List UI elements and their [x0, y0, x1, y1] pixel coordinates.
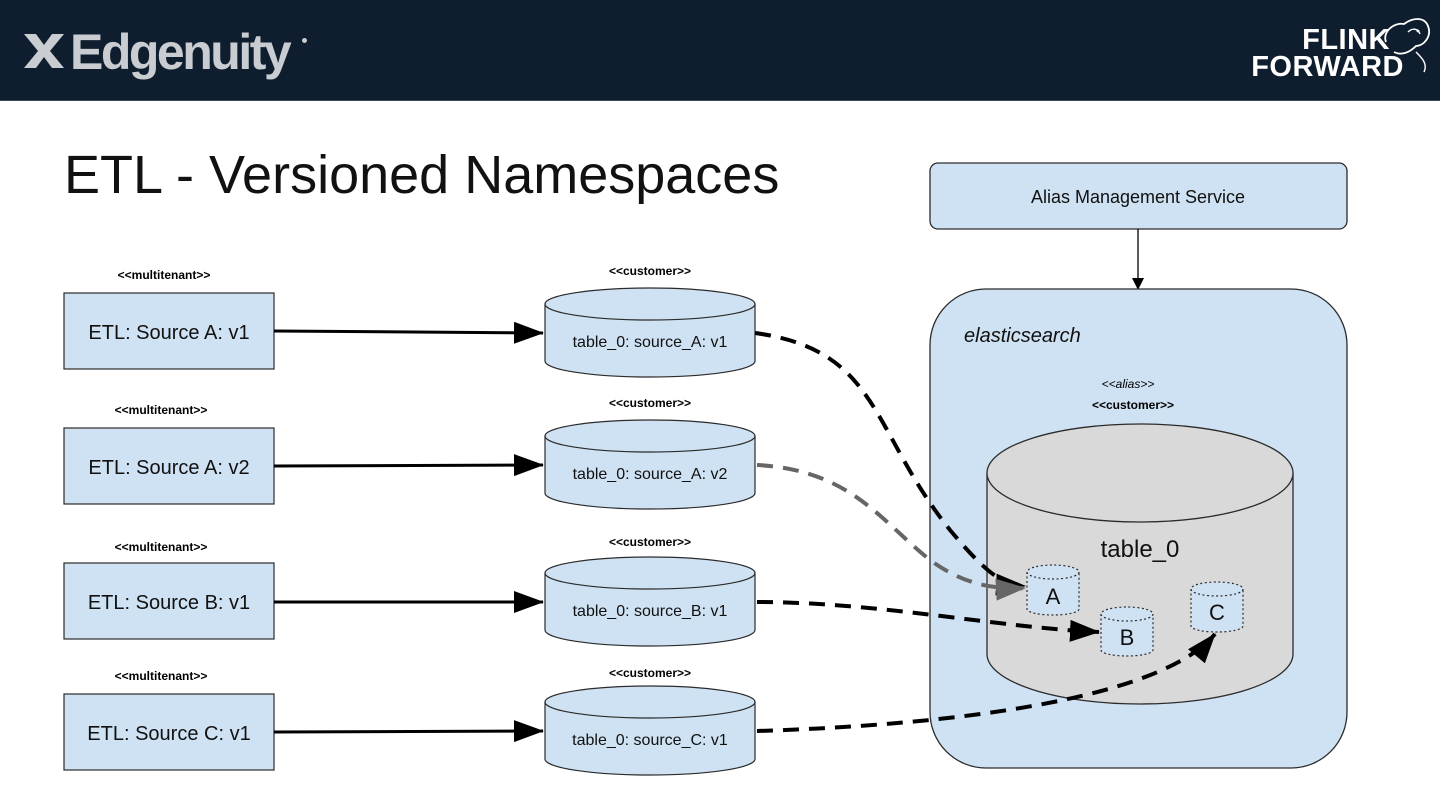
alias-arrow-c-v1	[756, 632, 1217, 733]
table-cylinder-4: table_0: source_C: v1	[544, 685, 756, 776]
shard-c-label: C	[1209, 600, 1225, 625]
brand-name: Edgenuity	[70, 24, 292, 80]
shard-b-label: B	[1120, 625, 1135, 650]
alias-stereotype: <<alias>>	[1102, 377, 1155, 391]
squirrel-icon	[1384, 18, 1430, 73]
elasticsearch-cluster: elasticsearch <<alias>> <<customer>> tab…	[929, 288, 1348, 769]
etl-job-label-2: ETL: Source A: v2	[88, 457, 249, 479]
alias-table-label: table_0	[1101, 536, 1180, 563]
cluster-label: elasticsearch	[964, 325, 1081, 347]
etl-to-table-arrow-2	[273, 454, 544, 477]
table-stereotype-1: <<customer>>	[609, 264, 691, 278]
header-banner: Edgenuity FLINK FORWARD	[0, 0, 1440, 101]
table-stereotype-2: <<customer>>	[609, 396, 691, 410]
table-label-3: table_0: source_B: v1	[573, 603, 728, 620]
etl-to-table-arrow-1	[273, 321, 544, 344]
shard-c: C	[1190, 581, 1244, 633]
table-cylinder-1: table_0: source_A: v1	[544, 287, 756, 378]
etl-stereotype-4: <<multitenant>>	[115, 669, 208, 683]
table-label-1: table_0: source_A: v1	[573, 334, 728, 351]
etl-row-4: <<multitenant>> ETL: Source C: v1 <<cust…	[63, 666, 756, 776]
shard-a: A	[1026, 564, 1080, 616]
cluster-customer-stereotype: <<customer>>	[1092, 398, 1174, 412]
etl-stereotype-1: <<multitenant>>	[118, 268, 211, 282]
edgenuity-x-icon	[24, 34, 64, 68]
event-name-line-1: FLINK	[1302, 24, 1390, 56]
etl-job-label-4: ETL: Source C: v1	[87, 723, 250, 745]
event-logo: FLINK FORWARD	[1251, 12, 1432, 92]
etl-job-box-3	[63, 562, 275, 640]
etl-row-1: <<multitenant>> ETL: Source A: v1 <<cust…	[63, 264, 756, 378]
table-stereotype-4: <<customer>>	[609, 666, 691, 680]
alias-table-cylinder: table_0	[986, 423, 1294, 705]
etl-job-label-3: ETL: Source B: v1	[88, 592, 250, 614]
page-title: ETL - Versioned Namespaces	[64, 145, 780, 205]
table-cylinder-2: table_0: source_A: v2	[544, 419, 756, 510]
shard-b: B	[1100, 606, 1154, 657]
etl-stereotype-3: <<multitenant>>	[115, 540, 208, 554]
alias-management-service-label: Alias Management Service	[1031, 187, 1245, 207]
alias-arrow-a-v2	[756, 463, 1026, 601]
alias-management-service: Alias Management Service	[929, 162, 1348, 230]
etl-stereotype-2: <<multitenant>>	[115, 403, 208, 417]
etl-to-table-arrow-4	[273, 720, 544, 743]
brand-registered-mark	[302, 38, 307, 43]
etl-job-box-4	[63, 693, 275, 771]
table-stereotype-3: <<customer>>	[609, 535, 691, 549]
table-label-2: table_0: source_A: v2	[573, 466, 728, 483]
architecture-diagram: Alias Management Service elasticsearch <…	[63, 162, 1348, 776]
etl-row-3: <<multitenant>> ETL: Source B: v1 <<cust…	[63, 535, 756, 647]
etl-row-2: <<multitenant>> ETL: Source A: v2 <<cust…	[63, 396, 756, 510]
table-cylinder-3: table_0: source_B: v1	[544, 556, 756, 647]
shard-a-label: A	[1046, 584, 1061, 609]
event-name-line-2: FORWARD	[1251, 51, 1404, 83]
table-label-4: table_0: source_C: v1	[572, 732, 728, 749]
etl-job-label-1: ETL: Source A: v1	[88, 322, 249, 344]
